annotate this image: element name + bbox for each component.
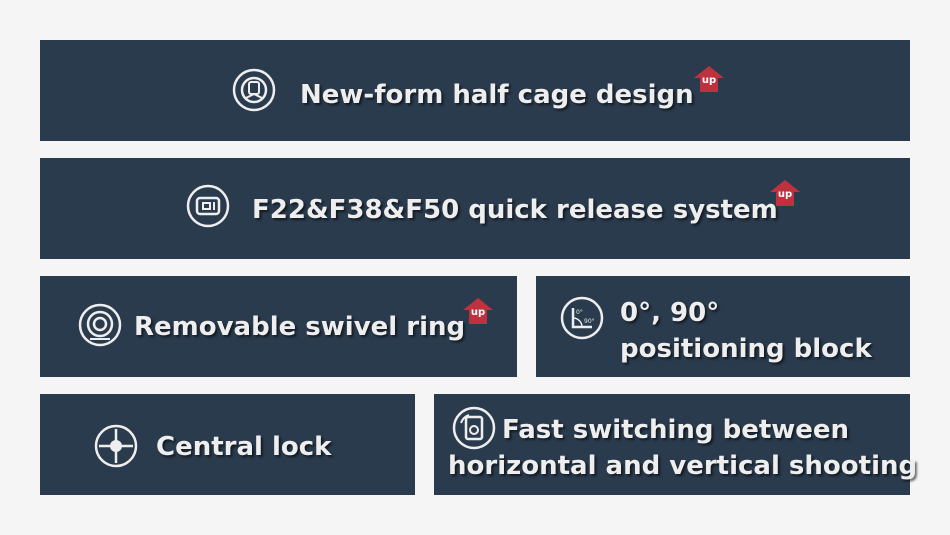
feature-label-fast-switching-line2: horizontal and vertical shooting bbox=[448, 451, 918, 481]
feature-label-quick-release: F22&F38&F50 quick release system bbox=[252, 195, 778, 225]
feature-panel-positioning-block: 0° 90° 0°, 90° positioning block bbox=[536, 276, 910, 377]
svg-text:90°: 90° bbox=[584, 318, 595, 325]
upgrade-badge: up bbox=[770, 180, 800, 206]
feature-panel-swivel-ring: Removable swivel ring up bbox=[40, 276, 517, 377]
upgrade-badge: up bbox=[463, 298, 493, 324]
upgrade-badge: up bbox=[694, 66, 724, 92]
feature-panel-fast-switching: Fast switching between horizontal and ve… bbox=[434, 394, 917, 495]
svg-text:0°: 0° bbox=[576, 309, 583, 316]
feature-label-fast-switching-line1: Fast switching between bbox=[502, 415, 850, 445]
feature-panel-half-cage: New-form half cage design up bbox=[40, 40, 910, 141]
feature-label-positioning-line1: 0°, 90° bbox=[620, 298, 720, 328]
feature-label-swivel-ring: Removable swivel ring bbox=[134, 312, 466, 342]
feature-label-half-cage: New-form half cage design bbox=[300, 80, 694, 110]
feature-label-positioning-line2: positioning block bbox=[620, 334, 872, 364]
feature-panel-quick-release: F22&F38&F50 quick release system up bbox=[40, 158, 910, 259]
angle-block-icon: 0° 90° bbox=[560, 296, 604, 340]
swivel-ring-icon bbox=[78, 303, 122, 347]
quick-release-icon bbox=[186, 184, 230, 228]
half-cage-icon bbox=[232, 68, 276, 112]
rotate-frame-icon bbox=[452, 406, 496, 450]
feature-label-central-lock: Central lock bbox=[156, 432, 332, 462]
feature-panel-central-lock: Central lock bbox=[40, 394, 415, 495]
crosshair-icon bbox=[94, 424, 138, 468]
